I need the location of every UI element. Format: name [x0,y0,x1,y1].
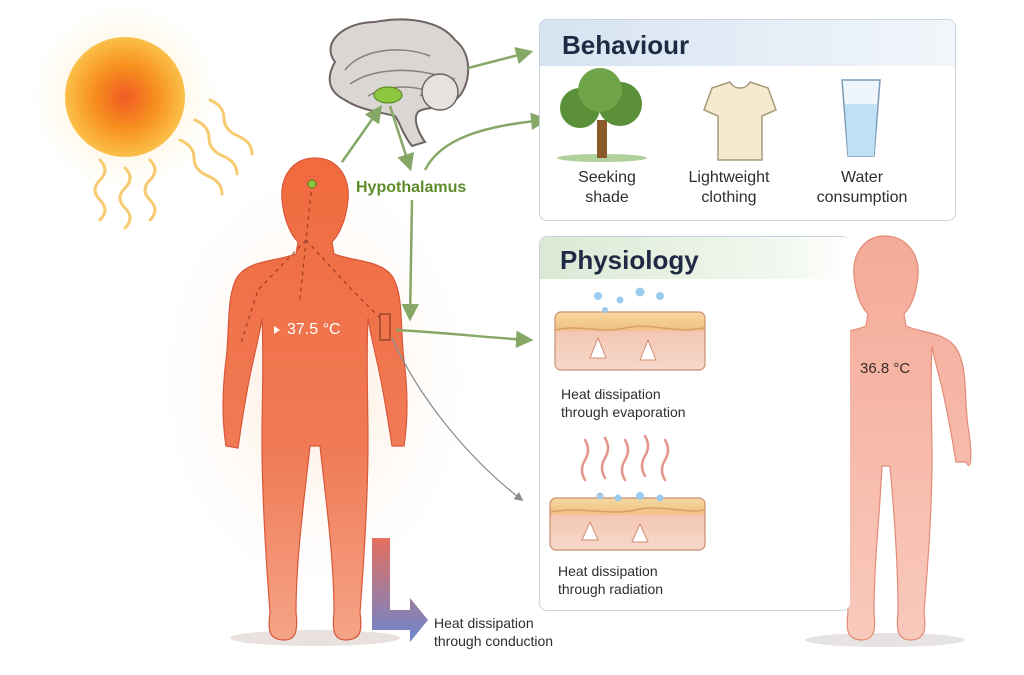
evaporation-label: Heat dissipation through evaporation [561,385,686,421]
brain-icon [328,18,470,148]
behaviour-item-water: Water consumption [806,168,918,208]
behaviour-item-water-line1: Water [840,169,884,186]
behaviour-item-water-line2: consumption [816,189,908,206]
heat-wave-icon [93,98,254,230]
radiation-label-line2: through radiation [558,581,664,597]
conduction-arrow-icon [372,538,428,642]
evaporation-label-line1: Heat dissipation [561,386,661,402]
behaviour-item-clothing-line2: clothing [701,189,757,206]
behaviour-title: Behaviour [562,30,690,60]
physiology-panel-header [540,237,850,279]
evaporation-label-line2: through evaporation [561,404,686,420]
behaviour-item-shade-line2: shade [585,189,629,206]
sun-icon [30,2,220,192]
radiation-label-line1: Heat dissipation [558,563,658,579]
hot-body-temperature: 37.5 °C [287,321,341,338]
behaviour-item-clothing: Lightweight clothing [674,168,784,208]
physiology-title: Physiology [560,245,699,275]
radiation-pointer-arrow [391,337,524,502]
hypothalamus-label: Hypothalamus [356,179,467,196]
behaviour-item-shade-line1: Seeking [578,169,636,186]
radiation-label: Heat dissipation through radiation [558,562,663,598]
behaviour-item-clothing-line1: Lightweight [688,169,770,186]
conduction-label-line2: through conduction [434,633,554,649]
conduction-label: Heat dissipation through conduction [434,614,553,650]
behaviour-panel-header [540,20,955,66]
cool-body-temperature: 36.8 °C [860,360,911,377]
hot-body-figure [222,157,408,646]
conduction-label-line1: Heat dissipation [434,615,534,631]
physiology-panel: Physiology [539,236,850,611]
signal-arrows [340,47,549,349]
behaviour-item-shade: Seeking shade [562,168,652,208]
